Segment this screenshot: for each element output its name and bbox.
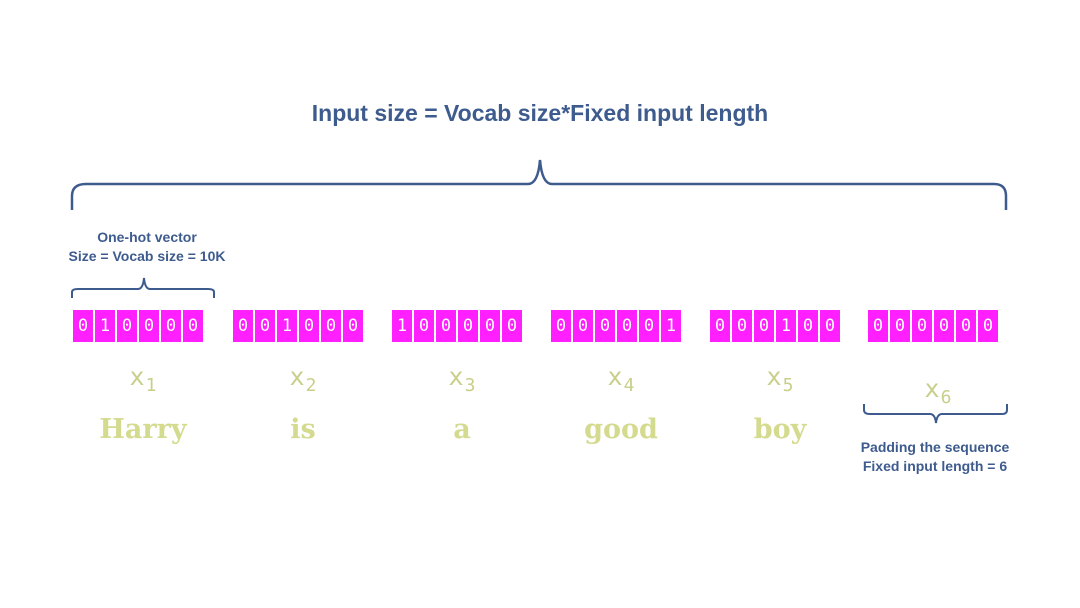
one-hot-note-line1: One-hot vector — [97, 229, 197, 245]
diagram-title: Input size = Vocab size*Fixed input leng… — [311, 100, 769, 126]
padding-note: Padding the sequence Fixed input length … — [840, 438, 1030, 476]
token-symbol: x — [448, 362, 464, 391]
one-hot-brace — [71, 277, 215, 298]
vector-cell: 0 — [934, 310, 954, 342]
vector-cell: 0 — [551, 310, 571, 342]
vector-cell: 0 — [617, 310, 637, 342]
vector-cell: 0 — [868, 310, 888, 342]
vector-cell: 0 — [798, 310, 818, 342]
token-index: 1 — [145, 375, 157, 396]
token-index: 6 — [940, 387, 952, 408]
vector-cell: 0 — [183, 310, 203, 342]
token-symbol: x — [607, 362, 623, 391]
vector-cell: 0 — [299, 310, 319, 342]
vector-cell: 0 — [956, 310, 976, 342]
vector-cell: 0 — [595, 310, 615, 342]
token-label: x6 — [878, 374, 998, 408]
vector-cell: 0 — [161, 310, 181, 342]
padding-note-line2: Fixed input length = 6 — [862, 458, 1008, 474]
vector-cell: 0 — [343, 310, 363, 342]
vector-cell: 0 — [436, 310, 456, 342]
token-word: good — [584, 414, 658, 445]
padding-brace — [863, 404, 1008, 424]
token-symbol: x — [129, 362, 145, 391]
token-symbol: x — [924, 374, 940, 403]
vector-cell: 0 — [414, 310, 434, 342]
vector-cell: 0 — [255, 310, 275, 342]
token-word: a — [453, 414, 471, 445]
token-index: 2 — [305, 375, 317, 396]
token-word: is — [290, 414, 316, 445]
vector-cell: 0 — [820, 310, 840, 342]
vector-cell: 1 — [776, 310, 796, 342]
vector-cell: 0 — [754, 310, 774, 342]
token-label: x5 — [720, 362, 840, 396]
vector-cell: 0 — [480, 310, 500, 342]
vector-cell: 0 — [978, 310, 998, 342]
vector-cell: 0 — [573, 310, 593, 342]
vector-cell: 0 — [233, 310, 253, 342]
token-index: 3 — [464, 375, 476, 396]
token-word: Harry — [99, 414, 187, 445]
vector-cell: 0 — [732, 310, 752, 342]
vector-cell: 1 — [661, 310, 681, 342]
vector-cell: 1 — [392, 310, 412, 342]
vector-cell: 0 — [639, 310, 659, 342]
token-index: 4 — [623, 375, 635, 396]
one-hot-note: One-hot vector Size = Vocab size = 10K — [52, 228, 242, 266]
token-index: 5 — [782, 375, 794, 396]
vector-cell: 0 — [458, 310, 478, 342]
token-label: x1 — [83, 362, 203, 396]
padding-note-line1: Padding the sequence — [860, 439, 1010, 455]
vector-cell: 0 — [502, 310, 522, 342]
vector-cell: 0 — [139, 310, 159, 342]
one-hot-note-line2: Size = Vocab size = 10K — [68, 248, 226, 264]
token-symbol: x — [289, 362, 305, 391]
token-label: x4 — [561, 362, 681, 396]
vector-cell: 0 — [890, 310, 910, 342]
vector-cell: 0 — [710, 310, 730, 342]
token-label: x3 — [402, 362, 522, 396]
vector-cell: 0 — [321, 310, 341, 342]
token-label: x2 — [243, 362, 363, 396]
token-word: boy — [753, 414, 807, 445]
vector-cell: 0 — [912, 310, 932, 342]
vector-cell: 0 — [117, 310, 137, 342]
token-symbol: x — [766, 362, 782, 391]
vector-cell: 1 — [95, 310, 115, 342]
input-size-brace — [70, 159, 1008, 210]
vector-cell: 0 — [73, 310, 93, 342]
vector-cell: 1 — [277, 310, 297, 342]
